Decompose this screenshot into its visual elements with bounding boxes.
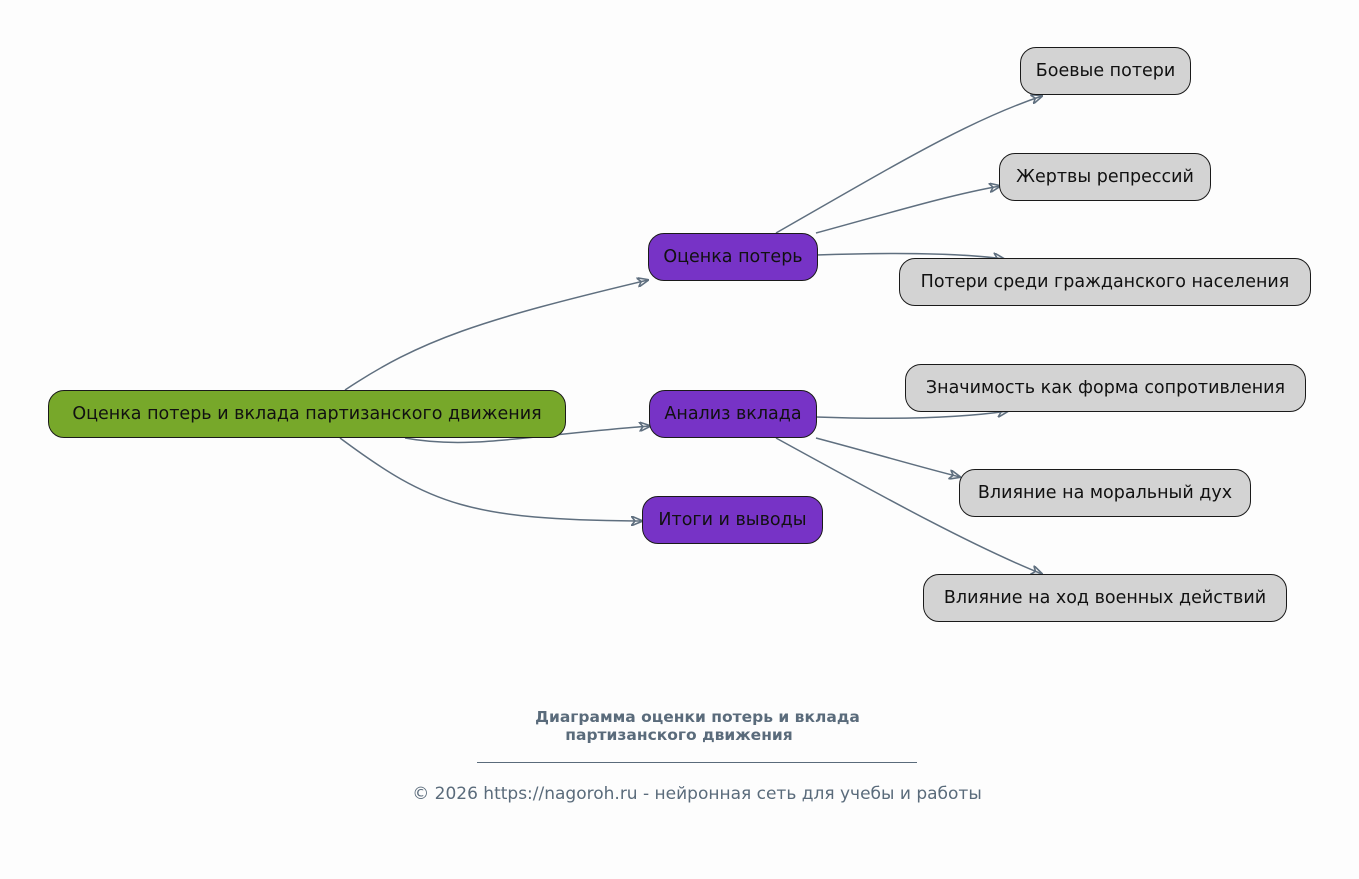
node-root-label: Оценка потерь и вклада партизанского дви… <box>72 404 542 424</box>
edge-loss-to-repression <box>815 186 1000 234</box>
node-resistance-significance[interactable]: Значимость как форма сопротивления <box>905 364 1306 412</box>
node-repression-victims-label: Жертвы репрессий <box>1016 167 1194 187</box>
edge-root-to-conclusions <box>339 437 642 521</box>
node-civilian-losses-label: Потери среди гражданского населения <box>920 272 1290 292</box>
node-conclusions[interactable]: Итоги и выводы <box>642 496 823 544</box>
node-morale-influence[interactable]: Влияние на моральный дух <box>959 469 1251 517</box>
diagram-caption-line1: Диаграмма оценки потерь и вклада <box>535 708 860 726</box>
node-loss-assessment-label: Оценка потерь <box>663 247 803 267</box>
node-morale-influence-label: Влияние на моральный дух <box>977 483 1233 503</box>
node-combat-losses[interactable]: Боевые потери <box>1020 47 1191 95</box>
node-resistance-significance-label: Значимость как форма сопротивления <box>925 378 1286 398</box>
node-military-influence-label: Влияние на ход военных действий <box>943 588 1267 608</box>
node-repression-victims[interactable]: Жертвы репрессий <box>999 153 1211 201</box>
node-contribution-analysis-label: Анализ вклада <box>664 404 802 424</box>
edge-loss-to-civilian <box>815 253 1004 259</box>
edge-loss-to-combat <box>775 96 1042 234</box>
node-military-influence[interactable]: Влияние на ход военных действий <box>923 574 1287 622</box>
node-conclusions-label: Итоги и выводы <box>658 510 807 530</box>
node-contribution-analysis[interactable]: Анализ вклада <box>649 390 817 438</box>
node-civilian-losses[interactable]: Потери среди гражданского населения <box>899 258 1311 306</box>
edge-contrib-to-morale <box>815 437 960 477</box>
edge-contrib-to-military <box>775 437 1042 574</box>
node-root[interactable]: Оценка потерь и вклада партизанского дви… <box>48 390 566 438</box>
edge-root-to-contribution-analysis <box>404 426 650 444</box>
node-combat-losses-label: Боевые потери <box>1035 61 1176 81</box>
edge-contrib-to-resistance <box>815 411 1008 420</box>
footer-copyright: © 2026 https://nagoroh.ru - нейронная се… <box>412 784 982 804</box>
diagram-caption-line2: партизанского движения <box>565 726 793 744</box>
edge-root-to-loss-assessment <box>344 280 648 391</box>
caption-divider <box>477 762 917 763</box>
node-loss-assessment[interactable]: Оценка потерь <box>648 233 818 281</box>
